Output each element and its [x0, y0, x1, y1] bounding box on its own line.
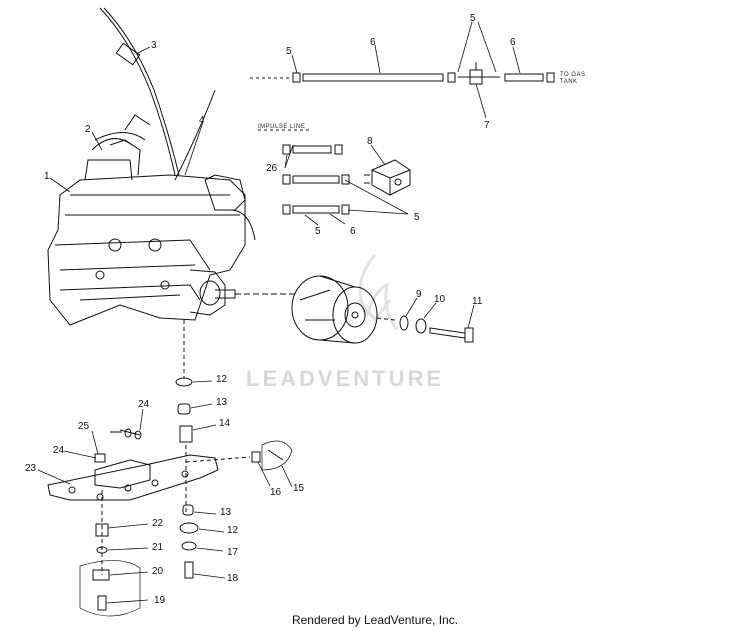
callout-18: 18	[227, 573, 239, 584]
callout-4: 4	[199, 115, 205, 126]
callout-24: 24	[138, 399, 150, 410]
callout-26: 26	[266, 163, 278, 174]
mount-hardware	[79, 320, 199, 617]
callout-5: 5	[286, 46, 292, 57]
callout-16: 16	[270, 487, 282, 498]
callout-22: 22	[152, 518, 164, 529]
callout-2: 2	[85, 124, 91, 135]
callout-19: 19	[154, 595, 166, 606]
impulse-hoses	[258, 129, 350, 215]
callout-8: 8	[367, 136, 373, 147]
fuel-line-top	[250, 62, 555, 85]
callout-6: 6	[510, 37, 516, 48]
callout-13: 13	[220, 507, 232, 518]
callout-5: 5	[414, 212, 420, 223]
callout-17: 17	[227, 547, 239, 558]
callout-5: 5	[470, 13, 476, 24]
render-credit: Rendered by LeadVenture, Inc.	[291, 613, 459, 627]
callout-3: 3	[151, 40, 157, 51]
callout-6: 6	[350, 226, 356, 237]
callout-25: 25	[78, 421, 90, 432]
callout-9: 9	[416, 289, 422, 300]
callout-14: 14	[219, 418, 231, 429]
clutch-bolt	[399, 315, 474, 343]
watermark-text: LEADVENTURE	[246, 366, 445, 391]
engine-mount-plate	[47, 428, 293, 501]
callout-1: 1	[44, 171, 50, 182]
to-gas-tank-label: TO GAS TANK	[560, 72, 586, 85]
drive-clutch	[291, 275, 396, 344]
callout-7: 7	[484, 120, 490, 131]
callout-21: 21	[152, 542, 164, 553]
callout-20: 20	[152, 566, 164, 577]
throttle-cable	[99, 7, 216, 181]
fuel-pump	[364, 159, 411, 196]
engine-block	[47, 114, 295, 326]
callout-15: 15	[293, 483, 305, 494]
callout-12: 12	[216, 374, 228, 385]
watermark-logo	[358, 254, 399, 331]
leader-lines	[37, 21, 521, 604]
callout-24: 24	[53, 445, 65, 456]
callout-10: 10	[434, 294, 446, 305]
callout-11: 11	[472, 296, 483, 307]
callout-12: 12	[227, 525, 239, 536]
callout-6: 6	[370, 37, 376, 48]
impulse-line-label: IMPULSE LINE	[258, 124, 306, 130]
callout-23: 23	[25, 463, 37, 474]
callout-5: 5	[315, 226, 321, 237]
callout-13: 13	[216, 397, 228, 408]
